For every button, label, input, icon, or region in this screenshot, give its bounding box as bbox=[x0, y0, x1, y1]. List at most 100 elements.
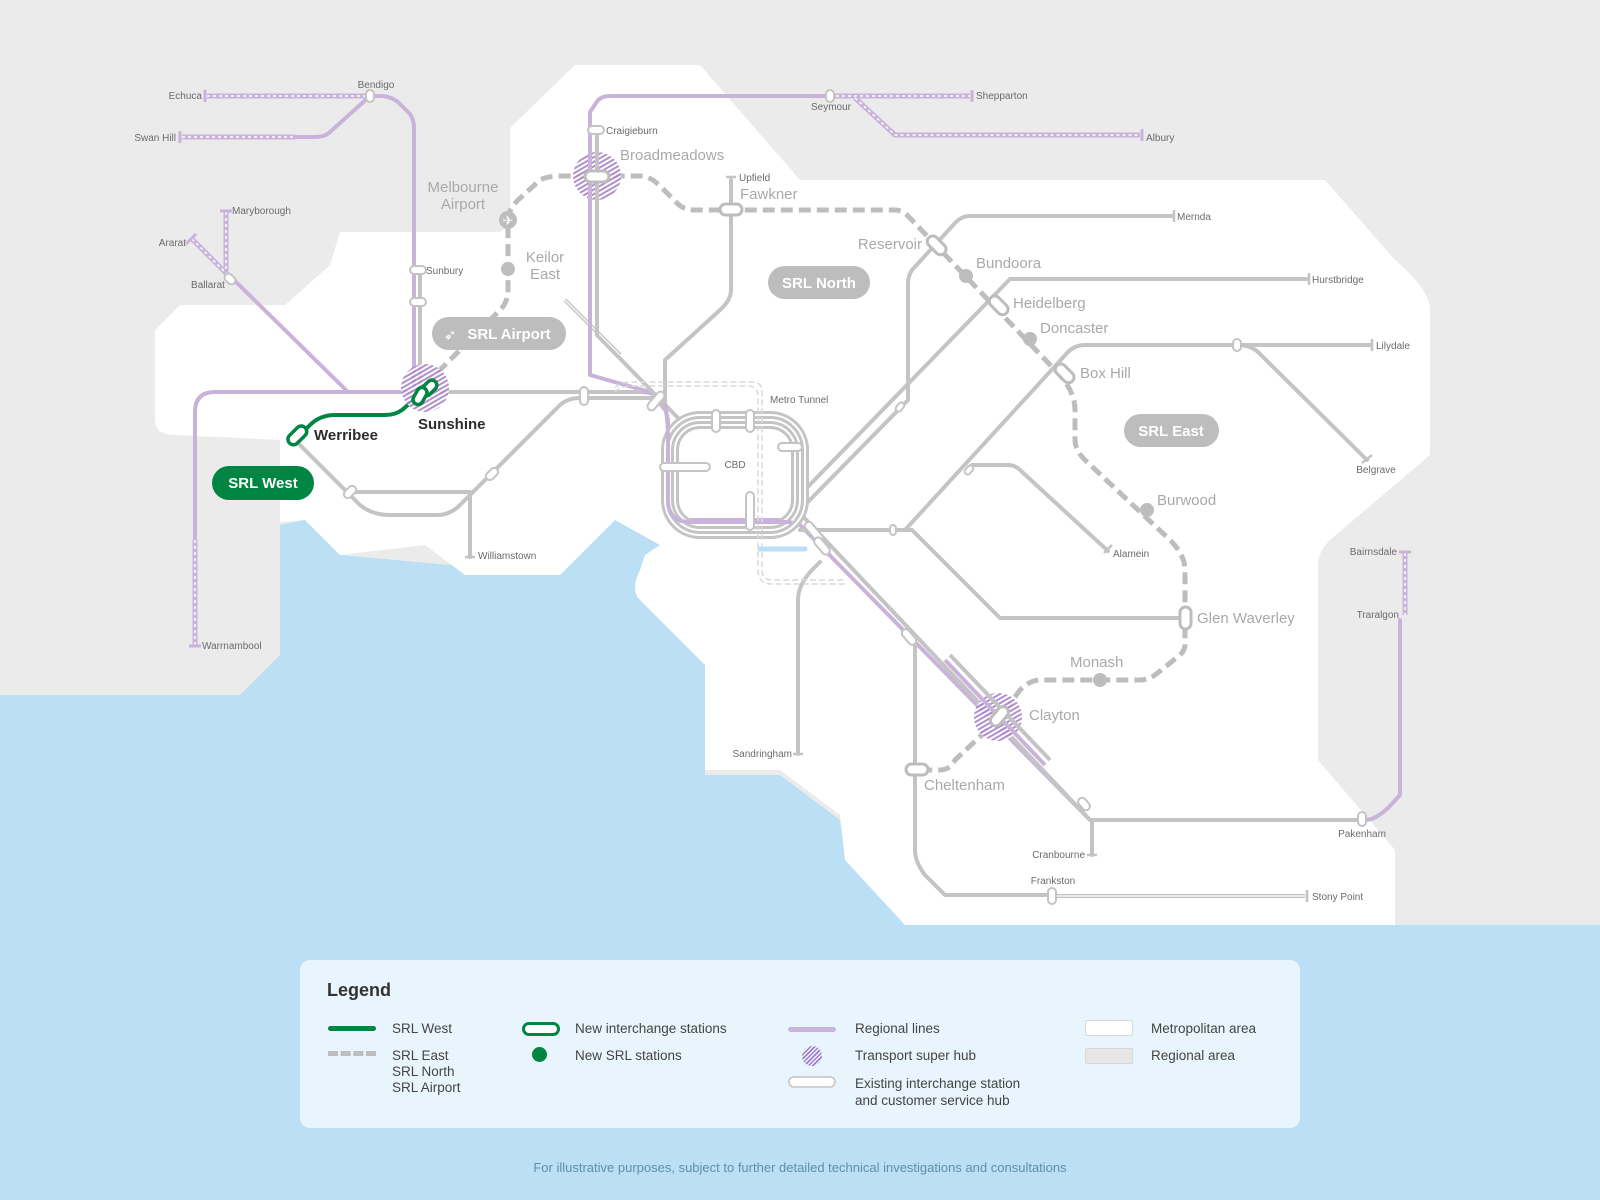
srl-station-cheltenham bbox=[904, 762, 930, 777]
metro-line-stony-point bbox=[1052, 890, 1309, 902]
station-ballarat bbox=[223, 272, 237, 286]
label-metro-tunnel: Metro Tunnel bbox=[770, 395, 828, 406]
station-flagstaff bbox=[745, 409, 755, 433]
srl-station-heidelberg bbox=[987, 294, 1010, 317]
label-traralgon: Traralgon bbox=[1357, 610, 1399, 621]
label-bairnsdale: Bairnsdale bbox=[1350, 547, 1398, 558]
label-bundoora: Bundoora bbox=[976, 255, 1042, 272]
label-warrnambool: Warrnambool bbox=[202, 641, 262, 652]
legend-title: Legend bbox=[327, 980, 392, 1000]
label-melbourne-airport-1: Melbourne bbox=[428, 179, 499, 196]
station-pakenham bbox=[1357, 811, 1367, 827]
label-upfield: Upfield bbox=[739, 173, 770, 184]
metro-line-lilydale bbox=[903, 343, 1372, 532]
svg-text:SRL West: SRL West bbox=[228, 475, 297, 492]
regional-line-bendigo bbox=[368, 94, 416, 387]
metro-tunnel bbox=[614, 381, 845, 585]
station-watergardens bbox=[409, 297, 427, 307]
line-pill-srl-north[interactable]: SRL North bbox=[768, 266, 870, 299]
line-pill-srl-airport[interactable]: ➶ SRL Airport bbox=[432, 317, 566, 350]
label-burwood: Burwood bbox=[1157, 492, 1216, 509]
line-pill-srl-west[interactable]: SRL West bbox=[212, 466, 314, 500]
srl-station-glen-waverley bbox=[1178, 605, 1193, 631]
label-glen-waverley: Glen Waverley bbox=[1197, 610, 1295, 627]
station-clifton-hill bbox=[894, 401, 906, 413]
legend-swatch-metropolitan-area bbox=[1085, 1020, 1133, 1036]
station-dandenong bbox=[1077, 796, 1091, 812]
label-heidelberg: Heidelberg bbox=[1013, 295, 1086, 312]
station-ringwood bbox=[1232, 338, 1242, 352]
srl-station-doncaster bbox=[1023, 332, 1037, 346]
svg-text:SRL North: SRL North bbox=[782, 275, 856, 292]
label-doncaster: Doncaster bbox=[1040, 320, 1108, 337]
label-albury: Albury bbox=[1146, 133, 1174, 144]
regional-line-swan-hill bbox=[288, 94, 372, 139]
label-melbourne-airport-2: Airport bbox=[441, 196, 486, 213]
station-seymour bbox=[825, 89, 835, 103]
label-craigieburn: Craigieburn bbox=[606, 126, 658, 137]
airplane-icon: ✈ bbox=[503, 213, 514, 228]
legend-label-new-interchange: New interchange stations bbox=[575, 1021, 727, 1036]
city-loop bbox=[661, 403, 809, 539]
label-sunshine: Sunshine bbox=[418, 416, 486, 433]
legend-swatch-super-hub bbox=[802, 1046, 822, 1066]
label-pakenham: Pakenham bbox=[1338, 829, 1386, 840]
srl-station-fawkner bbox=[718, 202, 744, 217]
label-cranbourne: Cranbourne bbox=[1032, 850, 1085, 861]
station-burnley bbox=[889, 524, 897, 536]
srl-west-station-werribee bbox=[286, 424, 309, 447]
metro-line-alamein bbox=[966, 463, 1110, 553]
label-cbd: CBD bbox=[724, 460, 745, 471]
legend-label-regional-lines: Regional lines bbox=[855, 1021, 940, 1036]
metro-line-hurstbridge bbox=[793, 277, 1309, 502]
station-camberwell bbox=[963, 464, 975, 476]
regional-line-warrnambool bbox=[193, 390, 407, 562]
legend-label-srl-airport: SRL Airport bbox=[392, 1080, 461, 1095]
station-craigieburn bbox=[587, 125, 605, 135]
line-pill-srl-east[interactable]: SRL East bbox=[1124, 414, 1219, 447]
svg-text:SRL East: SRL East bbox=[1138, 423, 1204, 440]
srl-airport-line bbox=[423, 173, 1188, 773]
label-sandringham: Sandringham bbox=[733, 749, 792, 760]
station-caulfield bbox=[900, 628, 918, 646]
label-clayton: Clayton bbox=[1029, 707, 1080, 724]
label-frankston: Frankston bbox=[1031, 876, 1075, 887]
metro-line-upfield bbox=[663, 178, 733, 412]
legend-label-super-hub: Transport super hub bbox=[855, 1048, 977, 1063]
label-belgrave: Belgrave bbox=[1356, 465, 1396, 476]
label-williamstown: Williamstown bbox=[478, 551, 536, 562]
regional-dashed-sections bbox=[182, 93, 1408, 645]
label-shepparton: Shepparton bbox=[976, 91, 1028, 102]
srl-station-keilor-east bbox=[501, 262, 515, 276]
legend-swatch-new-interchange bbox=[522, 1022, 560, 1036]
label-keilor-east-2: East bbox=[530, 266, 561, 283]
srl-station-clayton bbox=[988, 705, 1010, 728]
metro-line-frankston bbox=[913, 638, 1052, 897]
label-stony-point: Stony Point bbox=[1312, 892, 1363, 903]
metro-line-glen-waverley bbox=[798, 528, 1187, 620]
station-footscray bbox=[579, 386, 589, 406]
regional-terminus-ticks bbox=[178, 90, 1411, 648]
metro-lines bbox=[293, 128, 1372, 897]
metro-line-mernda bbox=[798, 214, 1174, 512]
legend-swatch-regional-area bbox=[1085, 1048, 1133, 1064]
plane-takeoff-icon: ➶ bbox=[444, 327, 457, 344]
legend-swatch-existing-interchange bbox=[788, 1076, 836, 1088]
label-keilor-east-1: Keilor bbox=[526, 249, 564, 266]
legend-label-srl-east: SRL East bbox=[392, 1048, 449, 1063]
srl-west-line bbox=[293, 388, 427, 442]
legend-label-existing-interchange-1: Existing interchange station bbox=[855, 1076, 1021, 1091]
label-cheltenham: Cheltenham bbox=[924, 777, 1005, 794]
legend-swatch-regional-lines bbox=[788, 1027, 836, 1032]
station-newport bbox=[484, 466, 500, 482]
legend-swatch-srl-dashed bbox=[328, 1051, 376, 1056]
srl-proposed-lines bbox=[423, 173, 1188, 773]
disclaimer-footer: For illustrative purposes, subject to fu… bbox=[533, 1160, 1067, 1175]
station-bendigo bbox=[365, 89, 375, 103]
label-maryborough: Maryborough bbox=[232, 206, 291, 217]
label-seymour: Seymour bbox=[811, 102, 852, 113]
station-melbourne-central bbox=[711, 409, 721, 433]
legend-label-srl-north: SRL North bbox=[392, 1064, 455, 1079]
legend-panel: Legend SRL West SRL East SRL North SRL A… bbox=[300, 960, 1300, 1128]
legend-swatch-new-srl-station bbox=[532, 1047, 547, 1062]
